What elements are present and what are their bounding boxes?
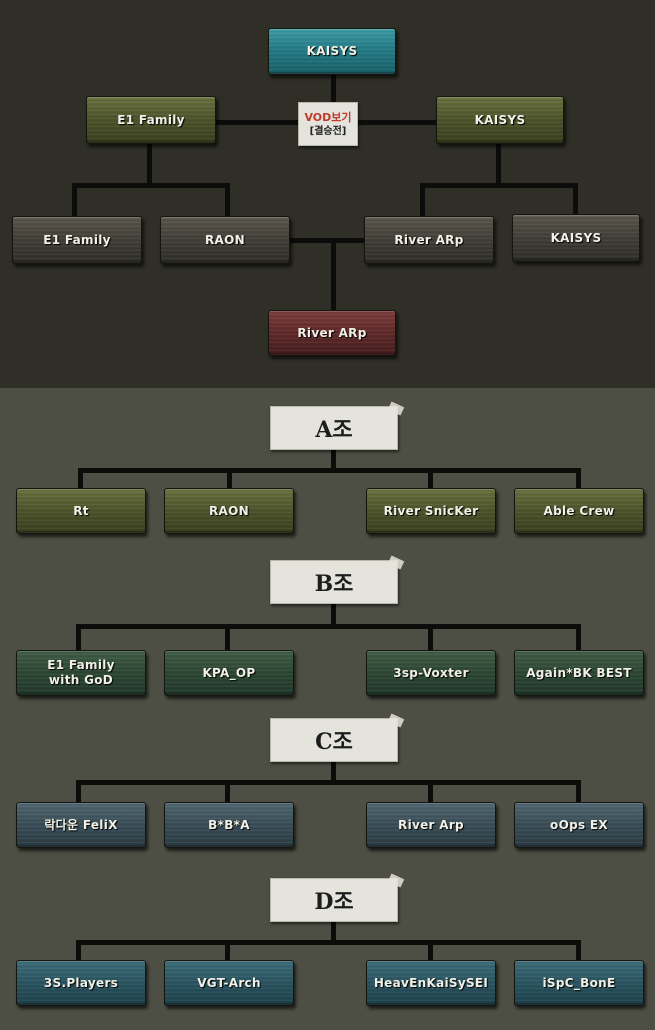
finalist-right-plank[interactable]: KAISYS [436,96,564,144]
connector [331,238,336,312]
team-name: 3sp-Voxter [393,665,469,680]
team-name: iSpC_BonE [542,975,616,990]
team-name: 락다운 FeliX [44,817,118,832]
team-plank[interactable]: 3S.Players [16,960,146,1006]
team-name: River Arp [398,817,464,832]
team-name: oOps EX [550,817,608,832]
team-plank[interactable]: B*B*A [164,802,294,848]
team-plank[interactable]: iSpC_BonE [514,960,644,1006]
connector [225,940,230,962]
team-plank[interactable]: RAON [164,488,294,534]
connector [227,468,232,490]
team-plank[interactable]: VGT-Arch [164,960,294,1006]
team-name: Able Crew [543,503,615,518]
finalist-left-plank[interactable]: E1 Family [86,96,216,144]
team-name: River SnicKer [383,503,479,518]
team-name: E1 Family [43,232,111,247]
connector [225,780,230,804]
team-plank[interactable]: 락다운 FeliX [16,802,146,848]
semifinal-plank[interactable]: E1 Family [12,216,142,264]
team-name: KAISYS [474,112,526,127]
team-name: E1 Family [117,112,185,127]
connector [576,780,581,804]
team-plank[interactable]: oOps EX [514,802,644,848]
group-d-label: D조 [270,878,398,922]
group-a-label: A조 [270,406,398,450]
connector [78,468,83,490]
team-name: VGT-Arch [197,975,261,990]
team-plank[interactable]: River SnicKer [366,488,496,534]
team-plank[interactable]: River Arp [366,802,496,848]
connector [576,624,581,652]
connector [428,468,433,490]
connector [76,940,81,962]
team-name: KAISYS [550,230,602,245]
team-name: River ARp [297,325,367,340]
connector [573,183,578,219]
team-name: Again*BK BEST [526,665,632,680]
connector [76,624,81,652]
semifinal-plank[interactable]: KAISYS [512,214,640,262]
team-name: HeavEnKaiSySEI [373,975,489,990]
connector [76,780,579,785]
connector [496,143,501,185]
connector [331,602,336,628]
semifinal-plank[interactable]: River ARp [364,216,494,264]
connector [147,143,152,185]
vod-sublabel: [결승전] [309,125,347,137]
champion-plank[interactable]: KAISYS [268,28,396,75]
team-plank[interactable]: Again*BK BEST [514,650,644,696]
connector [420,183,578,188]
connector [331,448,336,472]
team-plank[interactable]: 3sp-Voxter [366,650,496,696]
connector [428,940,433,962]
connector [76,624,579,629]
connector [428,780,433,804]
connector [428,624,433,652]
team-name: KPA_OP [202,665,256,680]
group-b-label: B조 [270,560,398,604]
team-name: E1 Family with GoD [47,658,115,687]
group-label-text: D조 [314,889,354,915]
third-place-plank[interactable]: River ARp [268,310,396,356]
connector [576,468,581,490]
connector [331,74,336,106]
connector [420,183,425,219]
team-plank[interactable]: Rt [16,488,146,534]
team-name: B*B*A [208,817,250,832]
group-label-text: C조 [315,729,353,755]
team-plank[interactable]: HeavEnKaiSySEI [366,960,496,1006]
connector [331,920,336,944]
connector [78,468,579,473]
vod-final-button[interactable]: VOD보기 [결승전] [298,102,358,146]
team-name: RAON [209,503,249,518]
connector [225,624,230,652]
team-name: River ARp [394,232,464,247]
connector [576,940,581,962]
connector [76,940,579,945]
connector [76,780,81,804]
connector [72,183,230,188]
vod-label: VOD보기 [304,110,352,124]
team-name: Rt [73,503,89,518]
team-name: KAISYS [306,44,358,58]
group-c-label: C조 [270,718,398,762]
connector [225,183,230,219]
connector [72,183,77,219]
team-plank[interactable]: E1 Family with GoD [16,650,146,696]
team-name: RAON [205,232,245,247]
semifinal-plank[interactable]: RAON [160,216,290,264]
group-label-text: B조 [314,571,354,597]
team-name: 3S.Players [43,975,119,990]
connector [331,760,336,784]
group-label-text: A조 [315,417,353,443]
groups-section [0,388,655,1030]
connector [288,238,366,243]
team-plank[interactable]: KPA_OP [164,650,294,696]
team-plank[interactable]: Able Crew [514,488,644,534]
